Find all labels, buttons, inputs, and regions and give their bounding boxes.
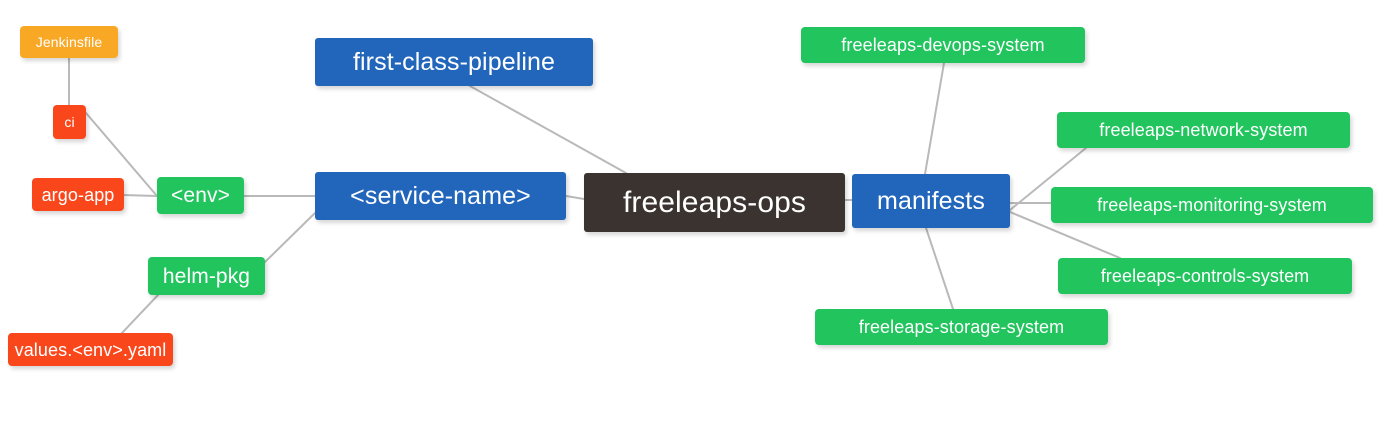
node-freeleaps-ops[interactable]: freeleaps-ops bbox=[584, 173, 845, 232]
edge-helm-pkg-to-values-yaml bbox=[121, 294, 159, 334]
edge-service-name-to-helm-pkg bbox=[264, 212, 316, 263]
node-ci[interactable]: ci bbox=[53, 105, 86, 139]
node-manifests[interactable]: manifests bbox=[852, 174, 1010, 228]
node-freeleaps-storage-system[interactable]: freeleaps-storage-system bbox=[815, 309, 1108, 345]
node-argo-app[interactable]: argo-app bbox=[32, 178, 124, 211]
node-freeleaps-monitoring-system[interactable]: freeleaps-monitoring-system bbox=[1051, 187, 1373, 223]
node-freeleaps-controls-system[interactable]: freeleaps-controls-system bbox=[1058, 258, 1352, 294]
node-freeleaps-devops-system[interactable]: freeleaps-devops-system bbox=[801, 27, 1085, 63]
node-service-name[interactable]: <service-name> bbox=[315, 172, 566, 220]
node-first-class-pipeline[interactable]: first-class-pipeline bbox=[315, 38, 593, 86]
edge-manifests-to-freeleaps-storage-system bbox=[925, 227, 954, 310]
node-env[interactable]: <env> bbox=[157, 177, 244, 214]
edge-manifests-to-freeleaps-network-system bbox=[1009, 147, 1087, 211]
node-values-yaml[interactable]: values.<env>.yaml bbox=[8, 333, 173, 366]
edge-manifests-to-freeleaps-devops-system bbox=[924, 62, 945, 175]
node-freeleaps-network-system[interactable]: freeleaps-network-system bbox=[1057, 112, 1350, 148]
edge-first-class-pipeline-to-freeleaps-ops bbox=[469, 85, 627, 174]
node-helm-pkg[interactable]: helm-pkg bbox=[148, 257, 265, 295]
edge-argo-app-to-env bbox=[123, 194, 158, 197]
edge-service-name-to-freeleaps-ops bbox=[565, 195, 585, 200]
edge-ci-to-env bbox=[85, 112, 158, 197]
edge-manifests-to-freeleaps-controls-system bbox=[1009, 211, 1121, 259]
node-jenkinsfile[interactable]: Jenkinsfile bbox=[20, 26, 118, 58]
